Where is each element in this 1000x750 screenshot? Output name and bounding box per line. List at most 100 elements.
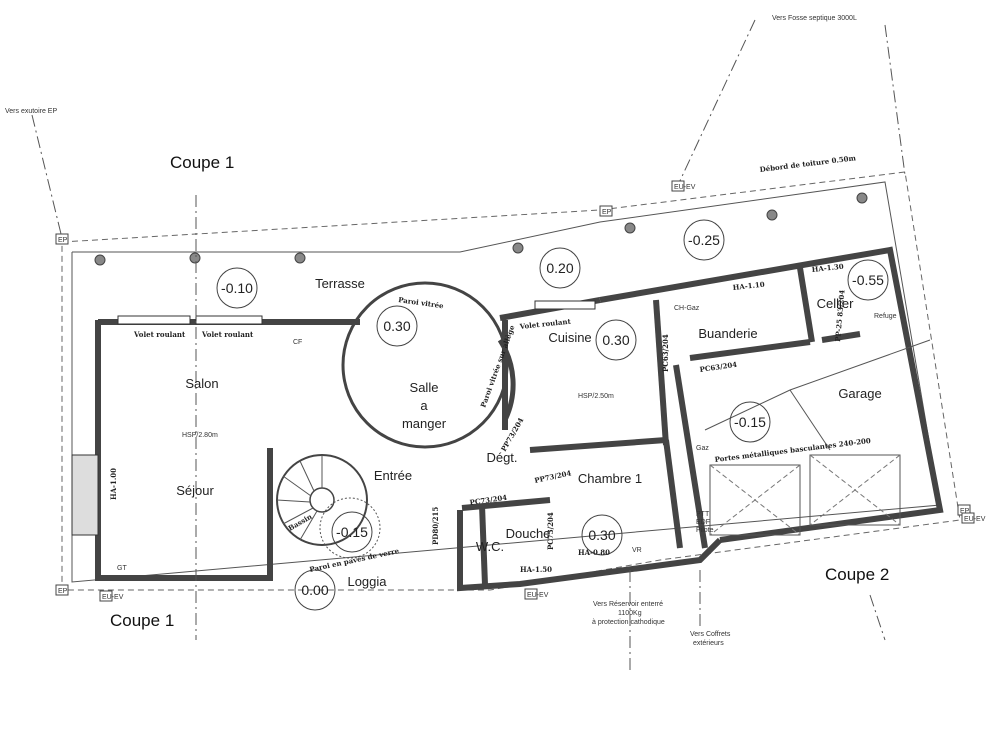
ha-salon: HA-1.00 — [109, 468, 118, 500]
garage-door-left — [709, 464, 801, 536]
room-douche: Douche — [506, 526, 551, 541]
pilote-label: Pilote — [696, 527, 714, 534]
room-sejour: Séjour — [176, 483, 214, 498]
room-wc: W.C. — [476, 539, 504, 554]
level-cellier: -0.55 — [852, 272, 884, 288]
level-cuisine-n: 0.20 — [546, 260, 573, 276]
room-degt: Dégt. — [486, 450, 517, 465]
ha-chambre: HA-0.80 — [578, 548, 610, 557]
wall-cellier-south — [821, 331, 861, 343]
wall-wc-west — [479, 504, 488, 586]
svg-text:EP: EP — [602, 209, 612, 216]
vr-label: VR — [632, 547, 642, 554]
wall-buanderie-south — [689, 339, 811, 361]
curved-glass-wall — [497, 338, 516, 422]
gaz-label: Gaz — [696, 445, 709, 452]
drainage-markers: EP EP EP EP EU-EV EU-EV EU-EV EU-EV — [55, 180, 986, 602]
garage-door-right — [809, 454, 901, 526]
pd-loggia-label: PD80/215 — [431, 507, 440, 545]
reservoir-line-2: 1100Kg — [618, 610, 642, 617]
ha-wc: HA-1.50 — [520, 565, 552, 574]
room-entree: Entrée — [374, 468, 412, 483]
window-salon-1 — [117, 315, 191, 325]
exterior-wall-east — [599, 246, 944, 543]
roof-overhang-outline — [61, 171, 961, 591]
room-salle-manger: manger — [402, 416, 447, 431]
level-loggia: 0.00 — [301, 582, 328, 598]
fosse-line-2 — [884, 24, 906, 176]
svg-text:EU-EV: EU-EV — [964, 516, 986, 523]
debord-label: Débord de toiture 0.50m — [759, 153, 857, 174]
wall-cellier-west — [797, 267, 815, 343]
room-salon: Salon — [185, 376, 218, 391]
ptt-label: PTT — [696, 511, 710, 518]
pc-bu-label: PC63/204 — [661, 334, 670, 372]
downpipes — [94, 192, 868, 266]
coupe2-line — [869, 594, 886, 641]
gt-label: GT — [117, 565, 127, 572]
svg-text:EP: EP — [960, 508, 970, 515]
level-salle: 0.30 — [383, 318, 410, 334]
exutoire-label: Vers exutoire EP — [5, 108, 57, 115]
room-buanderie: Buanderie — [698, 326, 757, 341]
wall-kitchen-chamber — [529, 437, 667, 453]
room-chambre1: Chambre 1 — [578, 471, 642, 486]
wall-kitchen-east — [653, 299, 669, 446]
edf-label: EDF — [696, 519, 710, 526]
ch-gaz-label: CH-Gaz — [674, 305, 700, 312]
coupe2-label: Coupe 2 — [825, 565, 889, 584]
room-salle-a: a — [420, 398, 428, 413]
room-garage: Garage — [838, 386, 881, 401]
room-cuisine: Cuisine — [548, 330, 591, 345]
level-markers — [216, 219, 889, 611]
ha-buanderie: HA-1.10 — [732, 280, 765, 292]
room-loggia: Loggia — [347, 574, 387, 589]
level-escalier: -0.15 — [336, 524, 368, 540]
svg-text:EP: EP — [58, 237, 68, 244]
bassin-circle — [319, 497, 381, 559]
refuge-label: Refuge — [874, 313, 897, 320]
window-kitchen — [534, 300, 596, 310]
coupe1-bottom-label: Coupe 1 — [110, 611, 174, 630]
pc-bu2-label: PC63/204 — [699, 360, 738, 374]
room-cellier: Cellier — [817, 296, 855, 311]
svg-text:EU-EV: EU-EV — [527, 592, 549, 599]
svg-text:EP: EP — [58, 588, 68, 595]
fosse-label: Vers Fosse septique 3000L — [772, 15, 857, 22]
level-top-right: -0.25 — [688, 232, 720, 248]
level-garage: -0.15 — [734, 414, 766, 430]
volet-label-3: Volet roulant — [518, 317, 572, 331]
hsp-cuisine: HSP/2.50m — [578, 393, 614, 400]
dining-room-circle — [341, 281, 509, 449]
level-cuisine: 0.30 — [602, 332, 629, 348]
wall-south-wing — [457, 510, 723, 592]
reservoir-line-1: Vers Réservoir enterré — [593, 601, 663, 608]
reservoir-line-3: à protection cathodique — [592, 619, 665, 626]
pp-chambre-label: PP73/204 — [534, 468, 573, 485]
cf-label: CF — [293, 339, 302, 346]
hsp-salon: HSP/2.80m — [182, 432, 218, 439]
stone-block — [71, 454, 99, 536]
portes-label: Portes métalliques basculantes 240-200 — [714, 436, 871, 464]
exutoire-line — [31, 114, 63, 239]
wall-chamber-east — [663, 439, 683, 549]
pc-douche-label: PC73/204 — [546, 512, 555, 550]
window-salon-2 — [195, 315, 263, 325]
spiral-staircase-core — [309, 487, 335, 513]
fosse-line — [677, 19, 756, 186]
staircase-treads — [276, 455, 323, 541]
coffrets-line-1: Vers Coffrets — [690, 631, 731, 638]
coupe1-top-label: Coupe 1 — [170, 153, 234, 172]
wall-garage-west — [673, 364, 708, 549]
level-terrasse: -0.10 — [221, 280, 253, 296]
room-terrasse: Terrasse — [315, 276, 365, 291]
volet-label-1: Volet roulant — [133, 330, 186, 339]
ha-cellier: HA-1.30 — [811, 262, 844, 274]
volet-label-2: Volet roulant — [201, 330, 254, 339]
coffrets-line-2: extérieurs — [693, 640, 724, 647]
room-salle: Salle — [410, 380, 439, 395]
svg-text:EU-EV: EU-EV — [674, 184, 696, 191]
exterior-wall-salon — [95, 320, 273, 581]
terrace-outline — [71, 181, 941, 583]
